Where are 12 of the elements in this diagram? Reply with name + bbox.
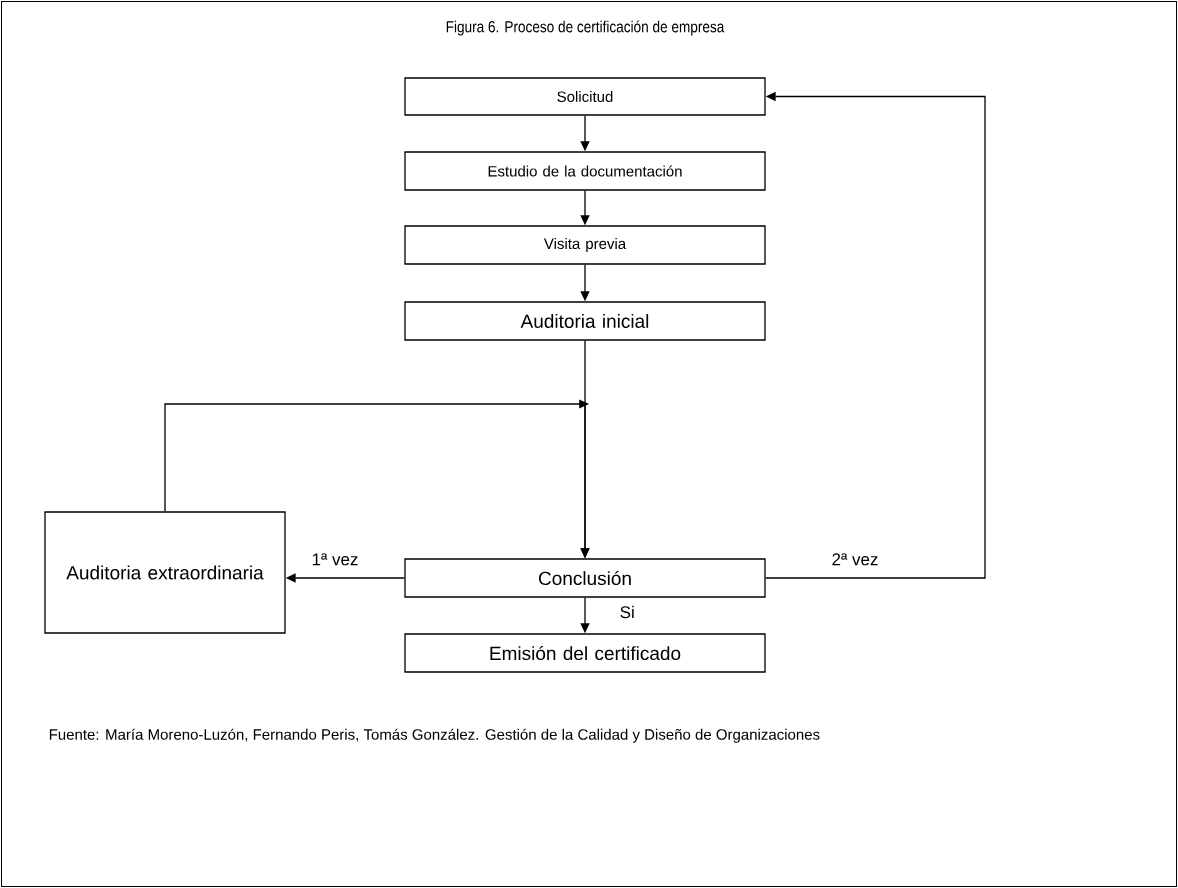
figure-title: Figura 6. Proceso de certificación de empresa: [446, 20, 725, 36]
process-box: Conclusión: [404, 558, 766, 598]
process-box: Solicitud: [404, 77, 766, 116]
edge-label: 2ª vez: [832, 553, 878, 566]
process-box: Auditoria inicial: [404, 301, 766, 341]
source-note: Fuente: María Moreno-Luzón, Fernando Peris, Tomás González. Gestión de la Calidad y Diseño de Organizaciones: [49, 728, 820, 743]
process-box: Emisión del certificado: [404, 633, 766, 673]
process-box: Auditoria extraordinaria: [44, 511, 286, 634]
edge-label: Si: [620, 605, 634, 619]
process-box: Visita previa: [404, 225, 766, 265]
edge-label: 1ª vez: [312, 553, 358, 566]
process-box: Estudio de la documentación: [404, 151, 766, 191]
